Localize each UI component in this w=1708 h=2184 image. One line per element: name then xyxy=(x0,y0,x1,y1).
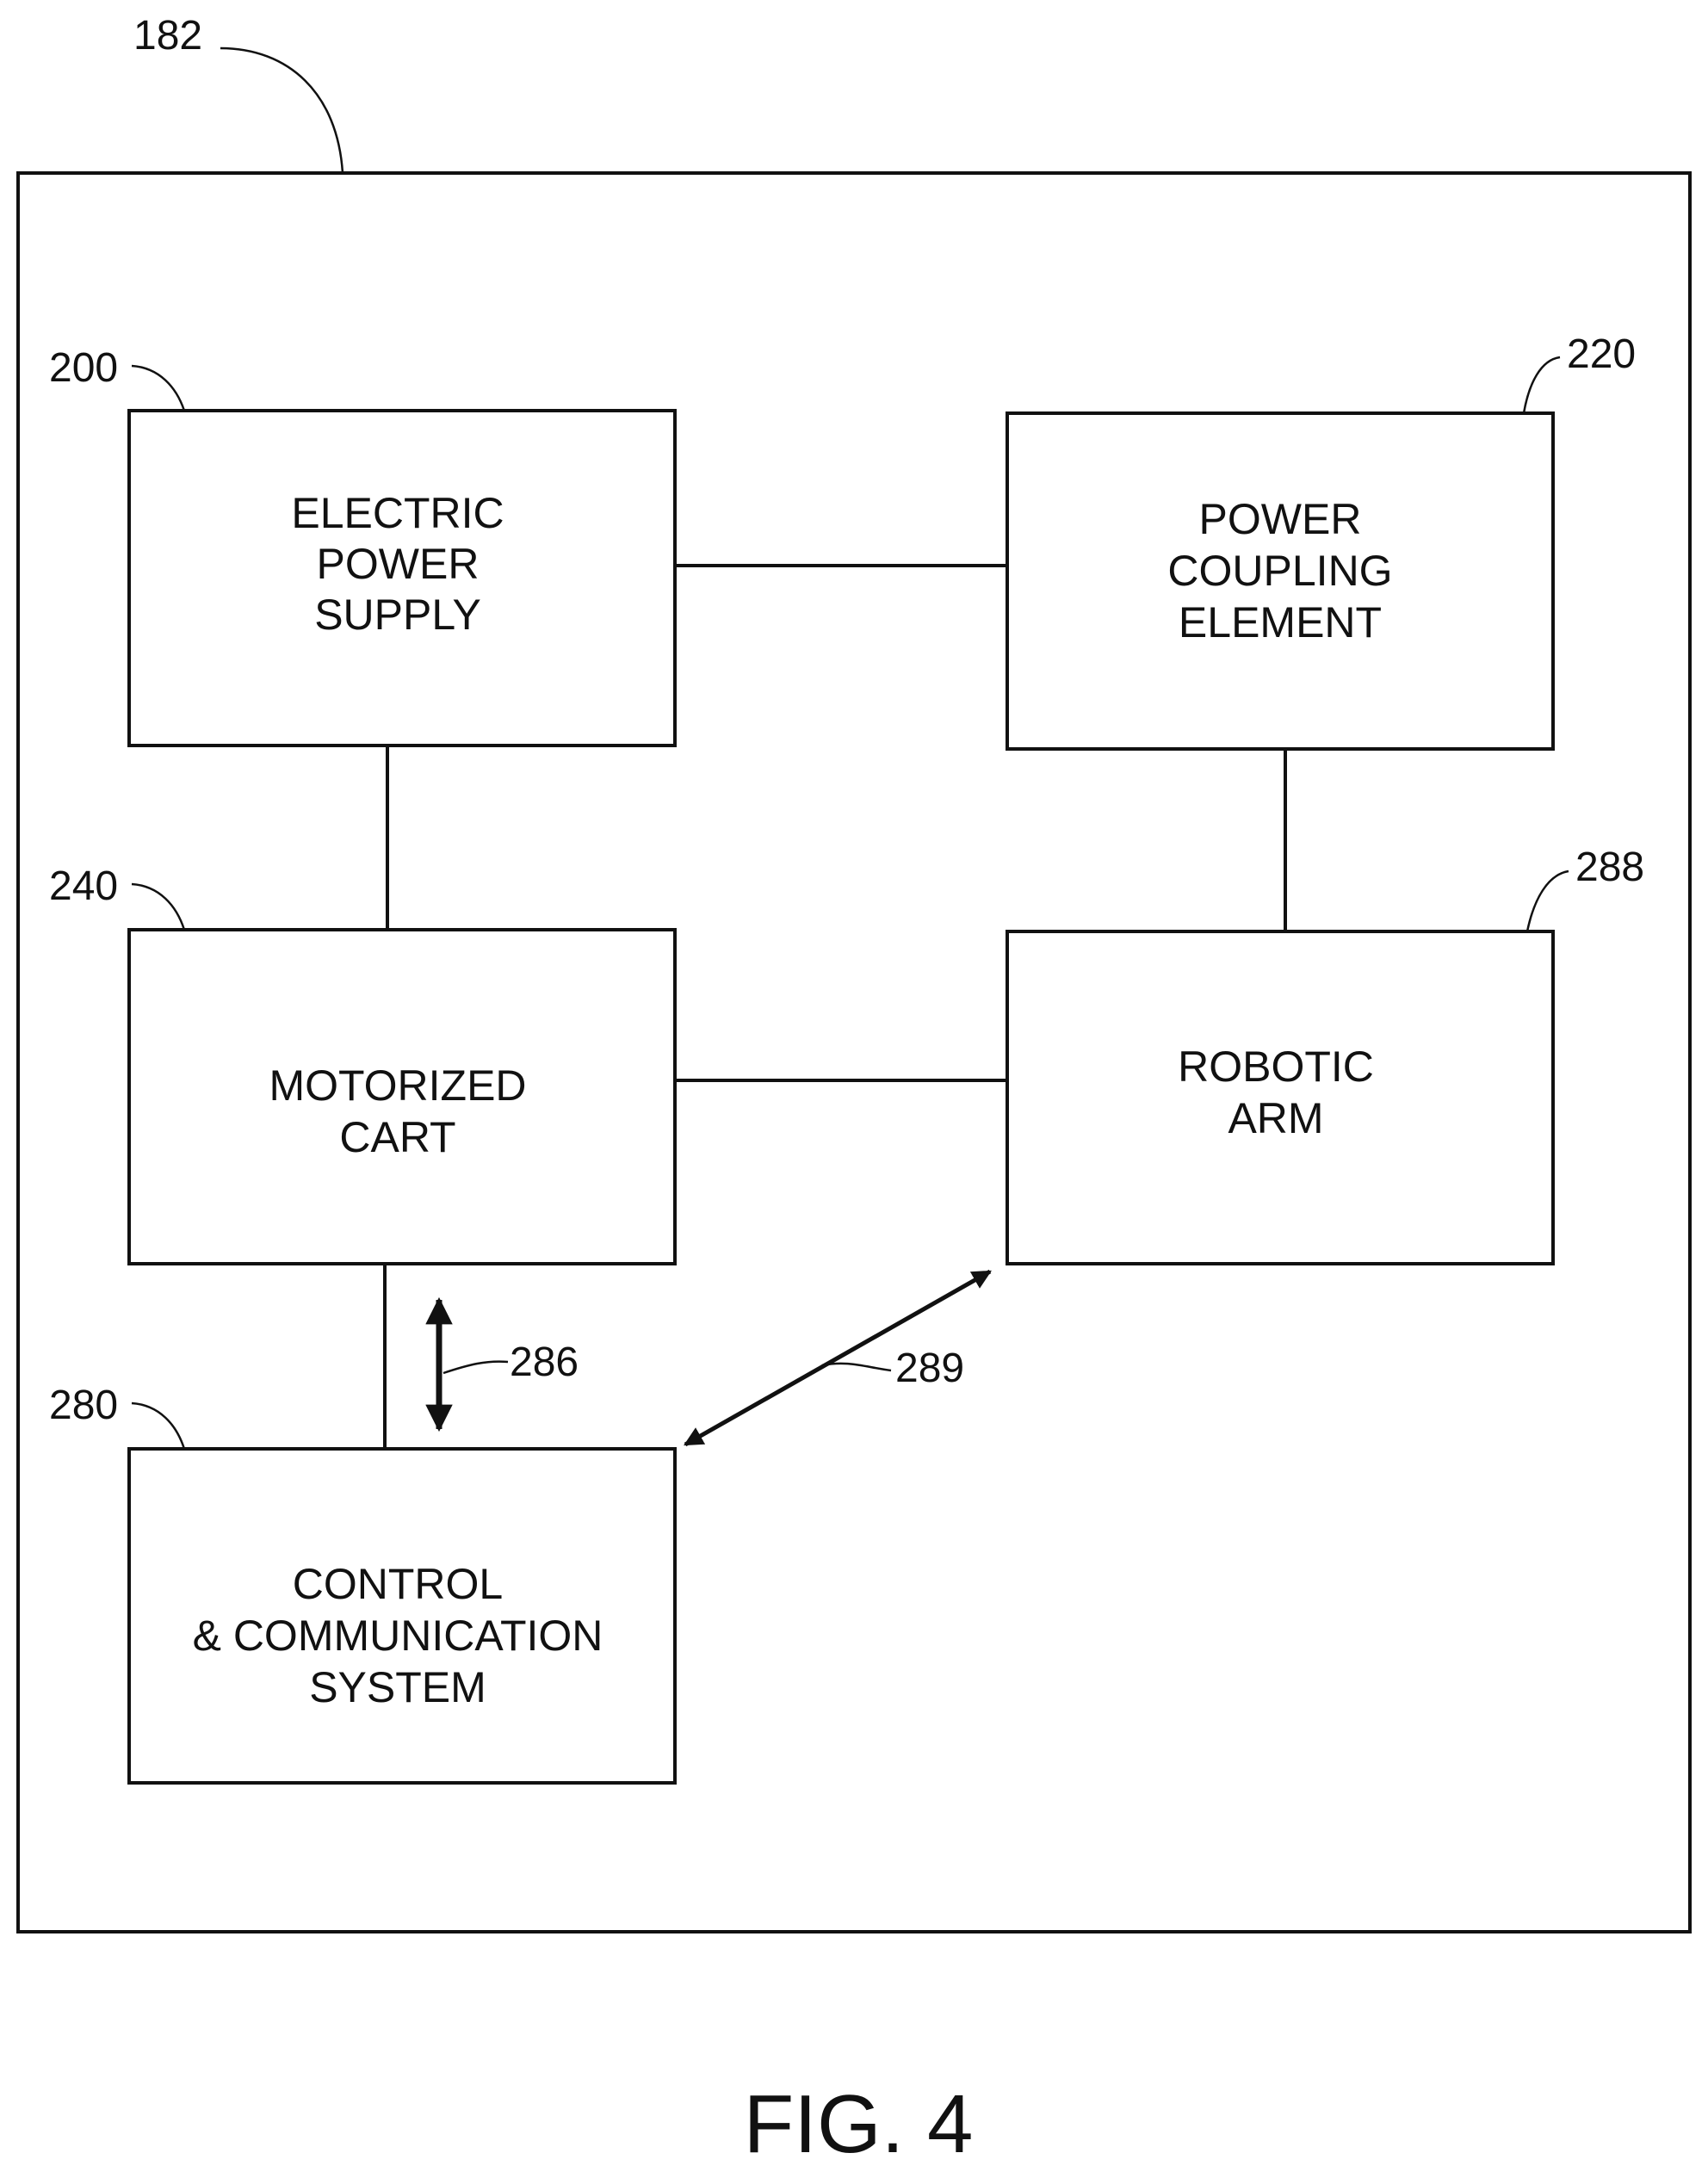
block-electric-power-supply-line-1: ELECTRIC xyxy=(291,489,504,537)
double-arrow-286-leader xyxy=(443,1362,508,1373)
block-motorized-cart: MOTORIZED CART xyxy=(129,930,675,1264)
block-power-coupling-element-line-2: COUPLING xyxy=(1167,547,1392,595)
block-robotic-arm-line-2: ARM xyxy=(1228,1094,1323,1142)
block-robotic-arm-ref: 288 xyxy=(1575,845,1644,890)
double-arrow-289-leader xyxy=(822,1364,891,1370)
block-power-coupling-element-ref: 220 xyxy=(1567,331,1636,377)
double-arrow-286-ref: 286 xyxy=(510,1339,579,1385)
outer-frame-ref: 182 xyxy=(133,13,202,59)
block-robotic-arm-line-1: ROBOTIC xyxy=(1178,1043,1374,1091)
block-electric-power-supply-leader xyxy=(132,366,184,411)
block-motorized-cart-line-2: CART xyxy=(339,1113,455,1161)
block-motorized-cart-leader xyxy=(132,884,184,930)
block-electric-power-supply-line-2: POWER xyxy=(317,540,480,588)
block-robotic-arm: ROBOTIC ARM xyxy=(1007,931,1553,1264)
block-control-communication-system-line-3: SYSTEM xyxy=(309,1663,486,1711)
block-control-communication-system-line-2: & COMMUNICATION xyxy=(193,1612,603,1660)
block-power-coupling-element-line-1: POWER xyxy=(1199,495,1362,543)
block-electric-power-supply: ELECTRIC POWER SUPPLY xyxy=(129,411,675,746)
block-motorized-cart-ref: 240 xyxy=(49,863,118,909)
block-motorized-cart-line-1: MOTORIZED xyxy=(269,1061,526,1110)
block-power-coupling-element-line-3: ELEMENT xyxy=(1179,598,1382,647)
block-robotic-arm-leader xyxy=(1527,871,1569,931)
figure-label: FIG. 4 xyxy=(744,2078,974,2170)
double-arrow-289-ref: 289 xyxy=(895,1346,964,1391)
block-control-communication-system-line-1: CONTROL xyxy=(293,1560,503,1608)
block-control-communication-system-ref: 280 xyxy=(49,1383,118,1428)
block-control-communication-system: CONTROL & COMMUNICATION SYSTEM xyxy=(129,1449,675,1783)
block-power-coupling-element: POWER COUPLING ELEMENT xyxy=(1007,413,1553,749)
block-control-communication-system-leader xyxy=(132,1403,184,1449)
block-power-coupling-element-leader xyxy=(1524,357,1560,413)
block-electric-power-supply-line-3: SUPPLY xyxy=(314,591,481,639)
outer-frame-leader-line xyxy=(220,48,343,173)
block-electric-power-supply-ref: 200 xyxy=(49,345,118,391)
